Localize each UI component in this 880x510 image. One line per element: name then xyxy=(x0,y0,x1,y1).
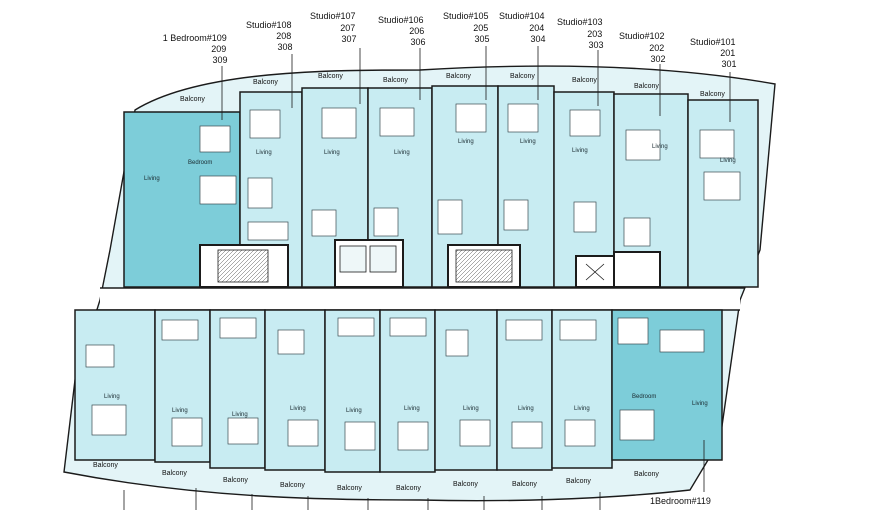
balcony-label: Balcony xyxy=(572,77,597,84)
balcony-label: Balcony xyxy=(700,91,725,98)
room-label: Living xyxy=(520,139,536,145)
unit-label-109: 1 Bedroom#109 209 309 xyxy=(163,33,230,65)
balcony-label: Balcony xyxy=(180,96,205,103)
room-label: Living xyxy=(572,148,588,154)
balcony-label: Balcony xyxy=(93,462,118,469)
unit-label-106: Studio#106 206 306 xyxy=(378,15,427,47)
unit-label-104: Studio#104 204 304 xyxy=(499,11,547,44)
room-label: Living xyxy=(144,176,160,182)
service-room xyxy=(613,251,661,288)
balcony-label: Balcony xyxy=(446,73,471,80)
balcony-label: Balcony xyxy=(634,83,659,90)
room-label: Living xyxy=(720,158,736,164)
unit-label-103: Studio#103 203 303 xyxy=(557,17,605,50)
room-label: Living xyxy=(290,406,306,412)
room-label: Bedroom xyxy=(188,160,212,166)
balcony-label: Balcony xyxy=(453,481,478,488)
balcony-label: Balcony xyxy=(566,478,591,485)
fixtures xyxy=(85,171,741,368)
balcony-label: Balcony xyxy=(396,485,421,492)
balcony-label: Balcony xyxy=(253,79,278,86)
cores xyxy=(199,239,661,288)
unit-label-119: 1Bedroom#119 xyxy=(650,496,711,506)
room-label: Living xyxy=(404,406,420,412)
room-label: Living xyxy=(324,150,340,156)
room-label: Living xyxy=(104,394,120,400)
balcony-label: Balcony xyxy=(634,471,659,478)
unit-label-102: Studio#102 202 302 xyxy=(619,31,667,64)
room-label: Living xyxy=(518,406,534,412)
unit-label-101: Studio#101 201 301 xyxy=(690,37,738,69)
balcony-label: Balcony xyxy=(337,485,362,492)
balcony-labels: Balcony Balcony Balcony Balcony Balcony … xyxy=(93,73,725,492)
room-label: Living xyxy=(458,139,474,145)
room-label: Living xyxy=(692,401,708,407)
room-label: Living xyxy=(172,408,188,414)
unit-labels-top: 1 Bedroom#109 209 309 Studio#108 208 308… xyxy=(163,11,738,69)
beds xyxy=(91,103,735,451)
balcony-label: Balcony xyxy=(162,470,187,477)
unit-label-107: Studio#107 207 307 xyxy=(310,11,358,44)
unit-label-105: Studio#105 205 305 xyxy=(443,11,491,44)
balcony-label: Balcony xyxy=(510,73,535,80)
room-label: Bedroom xyxy=(632,394,656,400)
balcony-label: Balcony xyxy=(280,482,305,489)
room-label: Living xyxy=(463,406,479,412)
room-labels: Living Bedroom Living Living Living Livi… xyxy=(104,139,736,418)
unit-lower-1[interactable] xyxy=(74,309,156,461)
balcony-label: Balcony xyxy=(512,481,537,488)
balcony-label: Balcony xyxy=(223,477,248,484)
unit-label-108: Studio#108 208 308 xyxy=(246,20,294,52)
balcony-label: Balcony xyxy=(383,77,408,84)
room-label: Living xyxy=(256,150,272,156)
room-label: Living xyxy=(232,412,248,418)
balcony-label: Balcony xyxy=(318,73,343,80)
room-label: Living xyxy=(346,408,362,414)
leader-lines xyxy=(123,46,731,510)
room-label: Living xyxy=(652,144,668,150)
room-label: Living xyxy=(394,150,410,156)
corridor xyxy=(100,288,740,310)
room-label: Living xyxy=(574,406,590,412)
